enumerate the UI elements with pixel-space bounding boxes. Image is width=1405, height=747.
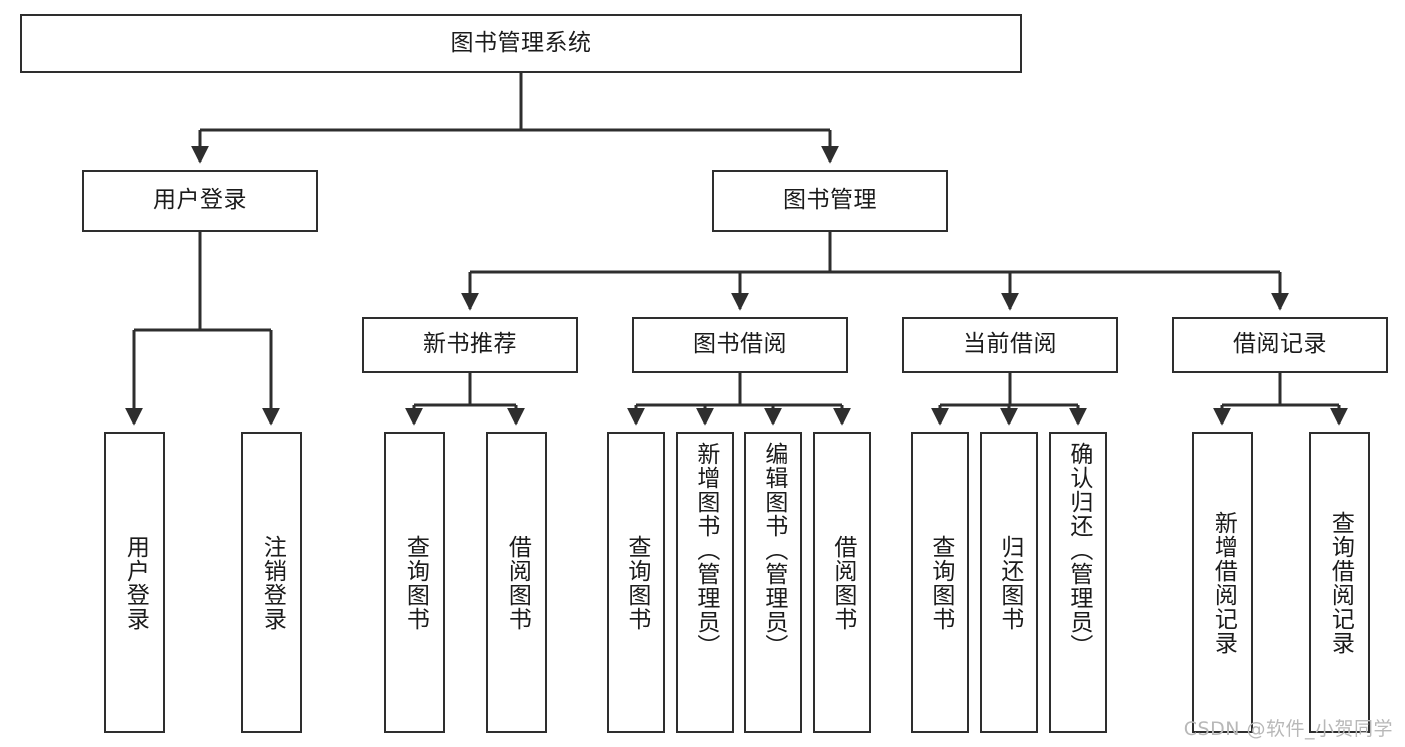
leaf-label: 注销登录 xyxy=(259,534,286,631)
leaf-return-book[interactable]: 归还图书 xyxy=(980,432,1038,733)
node-new-book-recommend[interactable]: 新书推荐 xyxy=(362,317,578,373)
leaf-edit-book[interactable]: 编辑图书（管理员） xyxy=(744,432,802,733)
leaf-add-book[interactable]: 新增图书（管理员） xyxy=(676,432,734,733)
node-current-borrow[interactable]: 当前借阅 xyxy=(902,317,1118,373)
node-book-management-system[interactable]: 图书管理系统 xyxy=(20,14,1022,73)
node-label: 图书管理 xyxy=(783,187,877,214)
leaf-label: 借阅图书 xyxy=(829,534,856,631)
node-label: 新书推荐 xyxy=(423,331,517,358)
node-label: 当前借阅 xyxy=(963,331,1057,358)
leaf-add-borrow-record[interactable]: 新增借阅记录 xyxy=(1192,432,1253,733)
node-borrow-record[interactable]: 借阅记录 xyxy=(1172,317,1388,373)
leaf-query-borrow-record[interactable]: 查询借阅记录 xyxy=(1309,432,1370,733)
leaf-label: 用户登录 xyxy=(122,534,149,631)
leaf-user-login[interactable]: 用户登录 xyxy=(104,432,165,733)
node-label: 图书借阅 xyxy=(693,331,787,358)
node-label: 用户登录 xyxy=(153,187,247,214)
leaf-label: 新增图书（管理员） xyxy=(692,442,719,658)
leaf-label: 查询图书 xyxy=(623,534,650,631)
node-label: 图书管理系统 xyxy=(450,29,592,56)
leaf-label: 查询图书 xyxy=(927,534,954,631)
leaf-confirm-return[interactable]: 确认归还（管理员） xyxy=(1049,432,1107,733)
node-label: 借阅记录 xyxy=(1233,331,1327,358)
leaf-label: 编辑图书（管理员） xyxy=(760,442,787,658)
leaf-borrow-book-borrow[interactable]: 借阅图书 xyxy=(813,432,871,733)
leaf-query-book-new-book[interactable]: 查询图书 xyxy=(384,432,445,733)
leaf-borrow-book-new-book[interactable]: 借阅图书 xyxy=(486,432,547,733)
leaf-label: 归还图书 xyxy=(996,534,1023,631)
leaf-label: 确认归还（管理员） xyxy=(1065,442,1092,658)
node-book-borrow[interactable]: 图书借阅 xyxy=(632,317,848,373)
leaf-label: 借阅图书 xyxy=(504,534,531,631)
leaf-query-book-borrow[interactable]: 查询图书 xyxy=(607,432,665,733)
leaf-logout-login[interactable]: 注销登录 xyxy=(241,432,302,733)
node-book-management[interactable]: 图书管理 xyxy=(712,170,948,232)
leaf-query-book-current[interactable]: 查询图书 xyxy=(911,432,969,733)
leaf-label: 新增借阅记录 xyxy=(1210,510,1237,655)
node-user-login[interactable]: 用户登录 xyxy=(82,170,318,232)
leaf-label: 查询图书 xyxy=(402,534,429,631)
leaf-label: 查询借阅记录 xyxy=(1327,510,1354,655)
